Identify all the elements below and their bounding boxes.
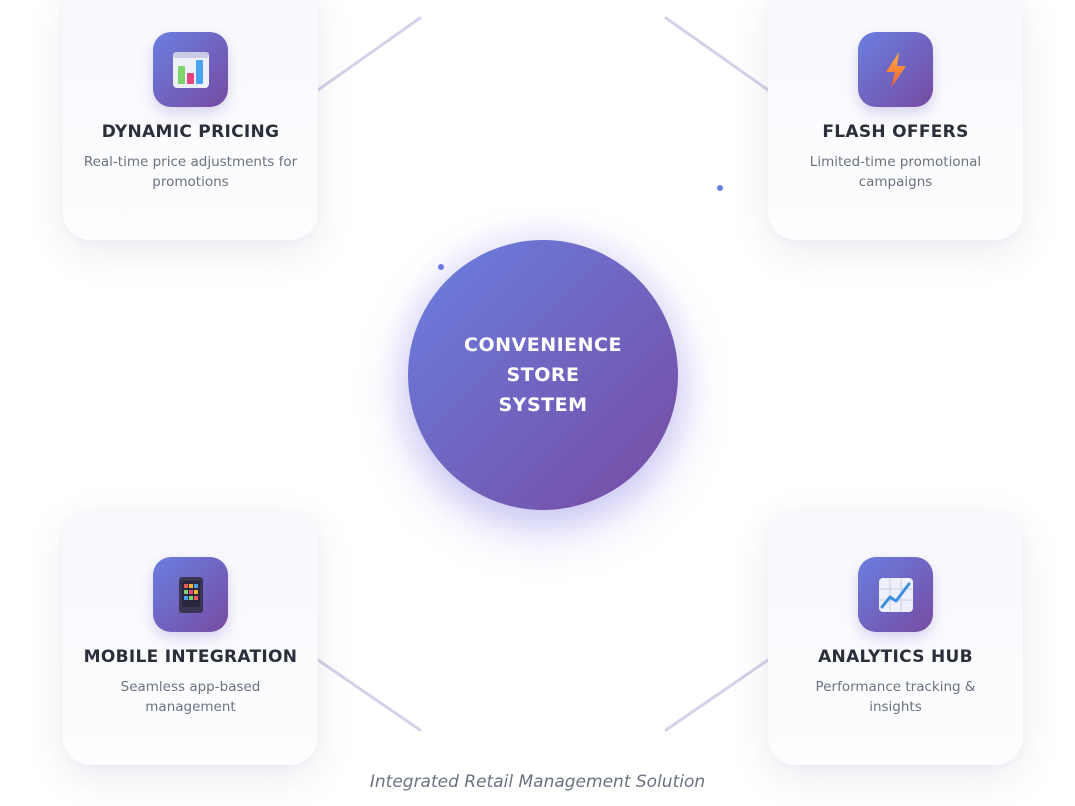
connector-bottom-left bbox=[316, 658, 422, 732]
lightning-icon bbox=[858, 32, 933, 107]
decorative-dot bbox=[717, 185, 723, 191]
card-title: ANALYTICS HUB bbox=[818, 647, 973, 667]
card-title: MOBILE INTEGRATION bbox=[83, 647, 298, 667]
central-hub[interactable]: CONVENIENCE STORE SYSTEM bbox=[408, 240, 678, 510]
mobile-app-icon bbox=[153, 557, 228, 632]
hub-label-line: STORE bbox=[506, 364, 580, 386]
feature-card-analytics-hub[interactable]: ANALYTICS HUB Performance tracking & ins… bbox=[768, 510, 1023, 765]
trend-chart-icon bbox=[858, 557, 933, 632]
card-title: DYNAMIC PRICING bbox=[101, 122, 280, 142]
connector-bottom-right bbox=[664, 658, 770, 732]
connector-top-right bbox=[664, 16, 770, 92]
card-description: Limited-time promotional campaigns bbox=[809, 154, 982, 190]
card-title: FLASH OFFERS bbox=[822, 122, 969, 142]
feature-card-flash-offers[interactable]: FLASH OFFERS Limited-time promotional ca… bbox=[768, 0, 1023, 240]
card-description: Real-time price adjustments for promotio… bbox=[83, 154, 298, 190]
diagram-caption: Integrated Retail Management Solution bbox=[369, 772, 706, 792]
card-description: Seamless app-based management bbox=[120, 679, 261, 715]
hub-label-line: CONVENIENCE bbox=[464, 334, 622, 356]
bar-chart-icon bbox=[153, 32, 228, 107]
feature-card-dynamic-pricing[interactable]: DYNAMIC PRICING Real-time price adjustme… bbox=[63, 0, 318, 240]
hub-label-line: SYSTEM bbox=[498, 394, 588, 416]
hub-label: CONVENIENCE STORE SYSTEM bbox=[443, 330, 643, 420]
connector-top-left bbox=[316, 16, 422, 92]
card-description: Performance tracking & insights bbox=[815, 679, 976, 715]
feature-card-mobile-integration[interactable]: MOBILE INTEGRATION Seamless app-based ma… bbox=[63, 510, 318, 765]
decorative-dot bbox=[438, 264, 444, 270]
